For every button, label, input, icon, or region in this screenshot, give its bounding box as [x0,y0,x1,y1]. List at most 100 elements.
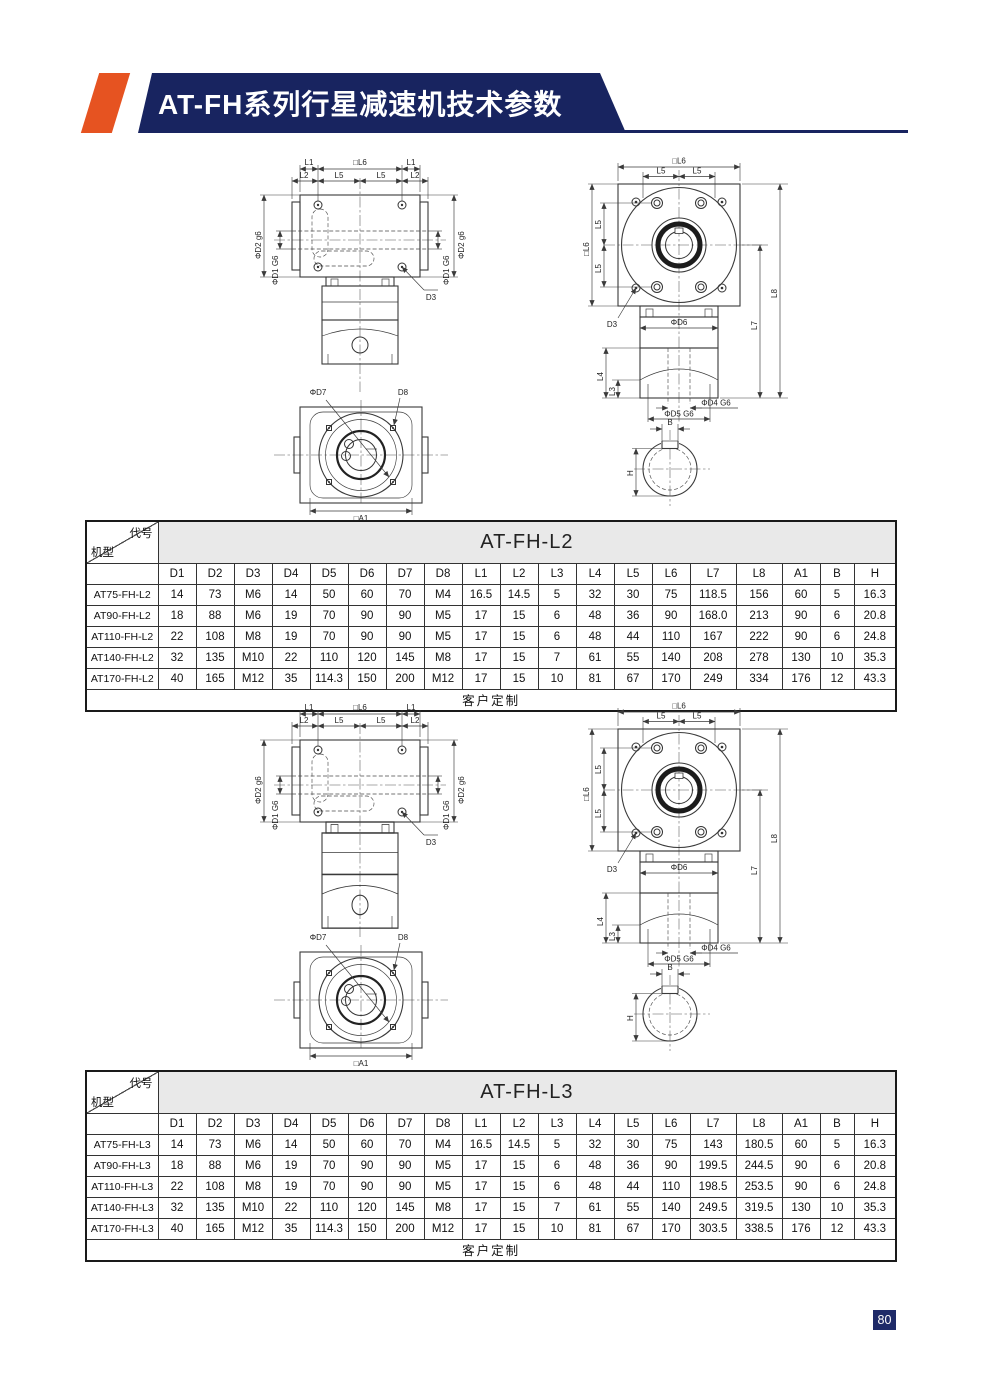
cell-h: 16.3 [853,1133,897,1156]
column-header-l3: L3 [537,1112,577,1135]
cell-l2: 15 [499,604,539,627]
cell-l2: 15 [499,1196,539,1219]
column-header-d2: D2 [195,562,235,585]
cell-b: 6 [819,1154,855,1177]
cell-l8: 213 [735,604,783,627]
cell-b: 6 [819,604,855,627]
drawing-front-view-l3: L1 □L6 L1 L2 L5 L5 L2 ΦD2 g6 ΦD1 G6 [248,697,470,947]
dim-label-l2: L2 [411,716,420,725]
cell-d2: 135 [195,646,235,669]
column-header-d7: D7 [385,562,425,585]
cell-d8: M4 [423,1133,463,1156]
cell-d5: 70 [309,1154,349,1177]
cell-l5: 36 [613,1154,653,1177]
dim-label-l5: L5 [377,171,386,180]
dim-label-d8: D8 [398,388,409,397]
column-header-d5: D5 [309,1112,349,1135]
corner-label-model: 机型 [91,1096,114,1109]
model-name: AT110-FH-L3 [85,1175,159,1198]
cell-a1: 90 [781,625,821,648]
output-face-drawing: ΦD7 D8 □A1 [274,933,448,1068]
cell-d7: 145 [385,646,425,669]
column-header-l5: L5 [613,1112,653,1135]
cell-l6: 140 [651,646,691,669]
cell-h: 43.3 [853,667,897,690]
dim-label-phi-d4: ΦD4 G6 [701,399,731,408]
front-view-drawing: L1 □L6 L1 L2 L5 L5 L2 ΦD2 g6 ΦD1 G6 [254,703,466,937]
custom-note: 客户定制 [85,1238,897,1262]
cell-a1: 130 [781,646,821,669]
cell-l4: 81 [575,1217,615,1240]
cell-d1: 32 [157,646,197,669]
cell-l2: 15 [499,625,539,648]
dim-label-l3: L3 [608,387,617,396]
dim-label-l1: L1 [407,703,416,712]
cell-d5: 50 [309,583,349,606]
cell-d5: 110 [309,1196,349,1219]
dim-label-l5: L5 [693,712,702,721]
dim-label-phi-d1: ΦD1 G6 [442,800,451,830]
cell-d7: 145 [385,1196,425,1219]
drawing-shaft-section-l3: B H [606,961,728,1060]
cell-d3: M6 [233,1133,273,1156]
cell-d3: M6 [233,583,273,606]
dim-label-phi-d6: ΦD6 [671,863,688,872]
cell-l1: 17 [461,1175,501,1198]
cell-d7: 70 [385,1133,425,1156]
dim-label-phi-d5: ΦD5 G6 [664,410,694,419]
header-banner: AT-FH系列行星减速机技术参数 [138,73,626,133]
dim-label-phi-d4: ΦD4 G6 [701,944,731,953]
table-corner-cell: 代号 机型 [85,1070,159,1114]
dim-label-phi-d2: ΦD2 g6 [457,776,466,804]
drawing-shaft-section-l2: B H [606,416,728,515]
column-header-d8: D8 [423,1112,463,1135]
column-header-l7: L7 [689,1112,737,1135]
drawing-set-l2: L1 □L6 L1 L2 L5 L5 L2 ΦD2 g6 ΦD1 G6 [0,150,1000,523]
cell-d2: 108 [195,625,235,648]
table-title: AT-FH-L3 [157,1070,897,1114]
cell-l7: 208 [689,646,737,669]
motor-adapter [321,821,399,929]
cell-d8: M12 [423,667,463,690]
cell-d4: 22 [271,646,311,669]
cell-l7: 167 [689,625,737,648]
column-header-d3: D3 [233,1112,273,1135]
model-name: AT140-FH-L3 [85,1196,159,1219]
cell-h: 16.3 [853,583,897,606]
cell-l7: 118.5 [689,583,737,606]
dim-label-l5: L5 [594,264,603,273]
column-header-l4: L4 [575,562,615,585]
custom-note-row: 客户定制 [85,1238,897,1262]
dim-label-l7: L7 [750,321,759,330]
custom-note: 客户定制 [85,688,897,712]
cell-d4: 14 [271,583,311,606]
cell-d3: M10 [233,1196,273,1219]
drawing-side-view-l2: ΦD6 □L6 L5 L5 □L6 L5 L5 D3 [576,152,802,431]
dim-label-l2: L2 [300,716,309,725]
cell-d8: M5 [423,1154,463,1177]
motor-body [639,850,719,949]
cell-l5: 67 [613,667,653,690]
column-header-l2: L2 [499,1112,539,1135]
cell-l1: 17 [461,1196,501,1219]
column-header-d1: D1 [157,1112,197,1135]
cell-d1: 18 [157,1154,197,1177]
dim-label-l6: □L6 [582,787,591,801]
cell-l2: 15 [499,646,539,669]
cell-d6: 60 [347,583,387,606]
cell-d3: M12 [233,667,273,690]
cell-d2: 73 [195,583,235,606]
cell-d6: 150 [347,1217,387,1240]
column-header-l6: L6 [651,562,691,585]
cell-d1: 14 [157,1133,197,1156]
flange-screw-holes [631,197,727,293]
cell-d4: 19 [271,1175,311,1198]
cell-a1: 60 [781,583,821,606]
